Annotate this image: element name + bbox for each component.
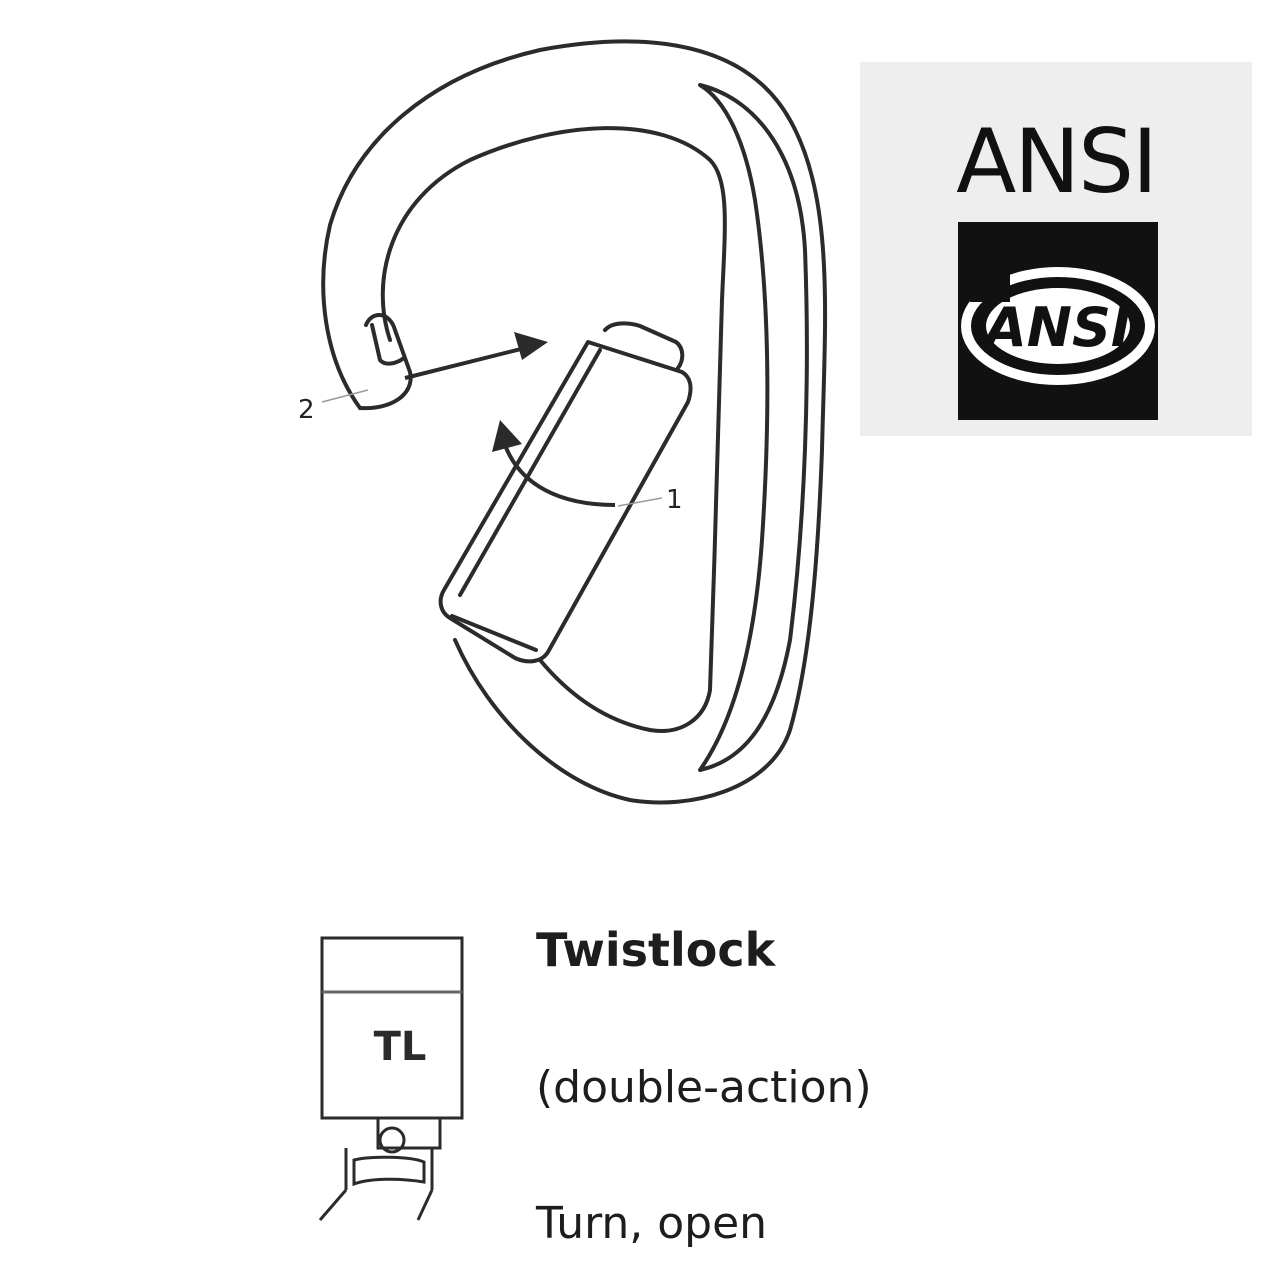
callout-2: 2 (298, 395, 315, 425)
gate-bottom-ring (450, 614, 538, 652)
gate-strap-right (416, 1189, 434, 1221)
gate-pin (378, 1126, 406, 1154)
gate-hinge (376, 1118, 442, 1150)
ansi-panel: ANSI ANSI (860, 62, 1252, 436)
callout-1: 1 (666, 485, 683, 515)
twistlock-gate-icon: TL (318, 936, 464, 1221)
gate-body (320, 936, 464, 1120)
arrow-2-head (514, 332, 548, 360)
gate-label: TL (374, 1024, 427, 1070)
carabiner-outer-outline (321, 39, 828, 805)
gate-lower-bracket (344, 1148, 434, 1190)
ansi-title: ANSI (956, 110, 1158, 213)
leader-1 (617, 497, 663, 507)
gate-sleeve (438, 340, 693, 664)
arrow-1-curve (503, 444, 616, 507)
carabiner-diagram: 2 1 (298, 39, 828, 805)
ansi-logo-text: ANSI (981, 296, 1131, 359)
arrow-1-head (492, 420, 522, 452)
double-action-subtitle: (double-action) (536, 1062, 872, 1113)
carabiner-nose-notch (370, 323, 406, 366)
ansi-logo: ANSI (958, 222, 1158, 420)
gate-top-cap (603, 321, 685, 370)
carabiner-spine-groove (698, 83, 809, 772)
leader-2 (321, 389, 369, 403)
carabiner-nose (358, 313, 413, 411)
gate-base (352, 1155, 426, 1187)
carabiner-inner-outline (380, 126, 727, 733)
turn-open-instruction: Turn, open (536, 1198, 768, 1249)
arrow-2-line (404, 346, 526, 380)
gate-sleeve-edge (458, 348, 602, 597)
twistlock-title: Twistlock (536, 923, 776, 977)
gate-strap-left (318, 1189, 348, 1221)
